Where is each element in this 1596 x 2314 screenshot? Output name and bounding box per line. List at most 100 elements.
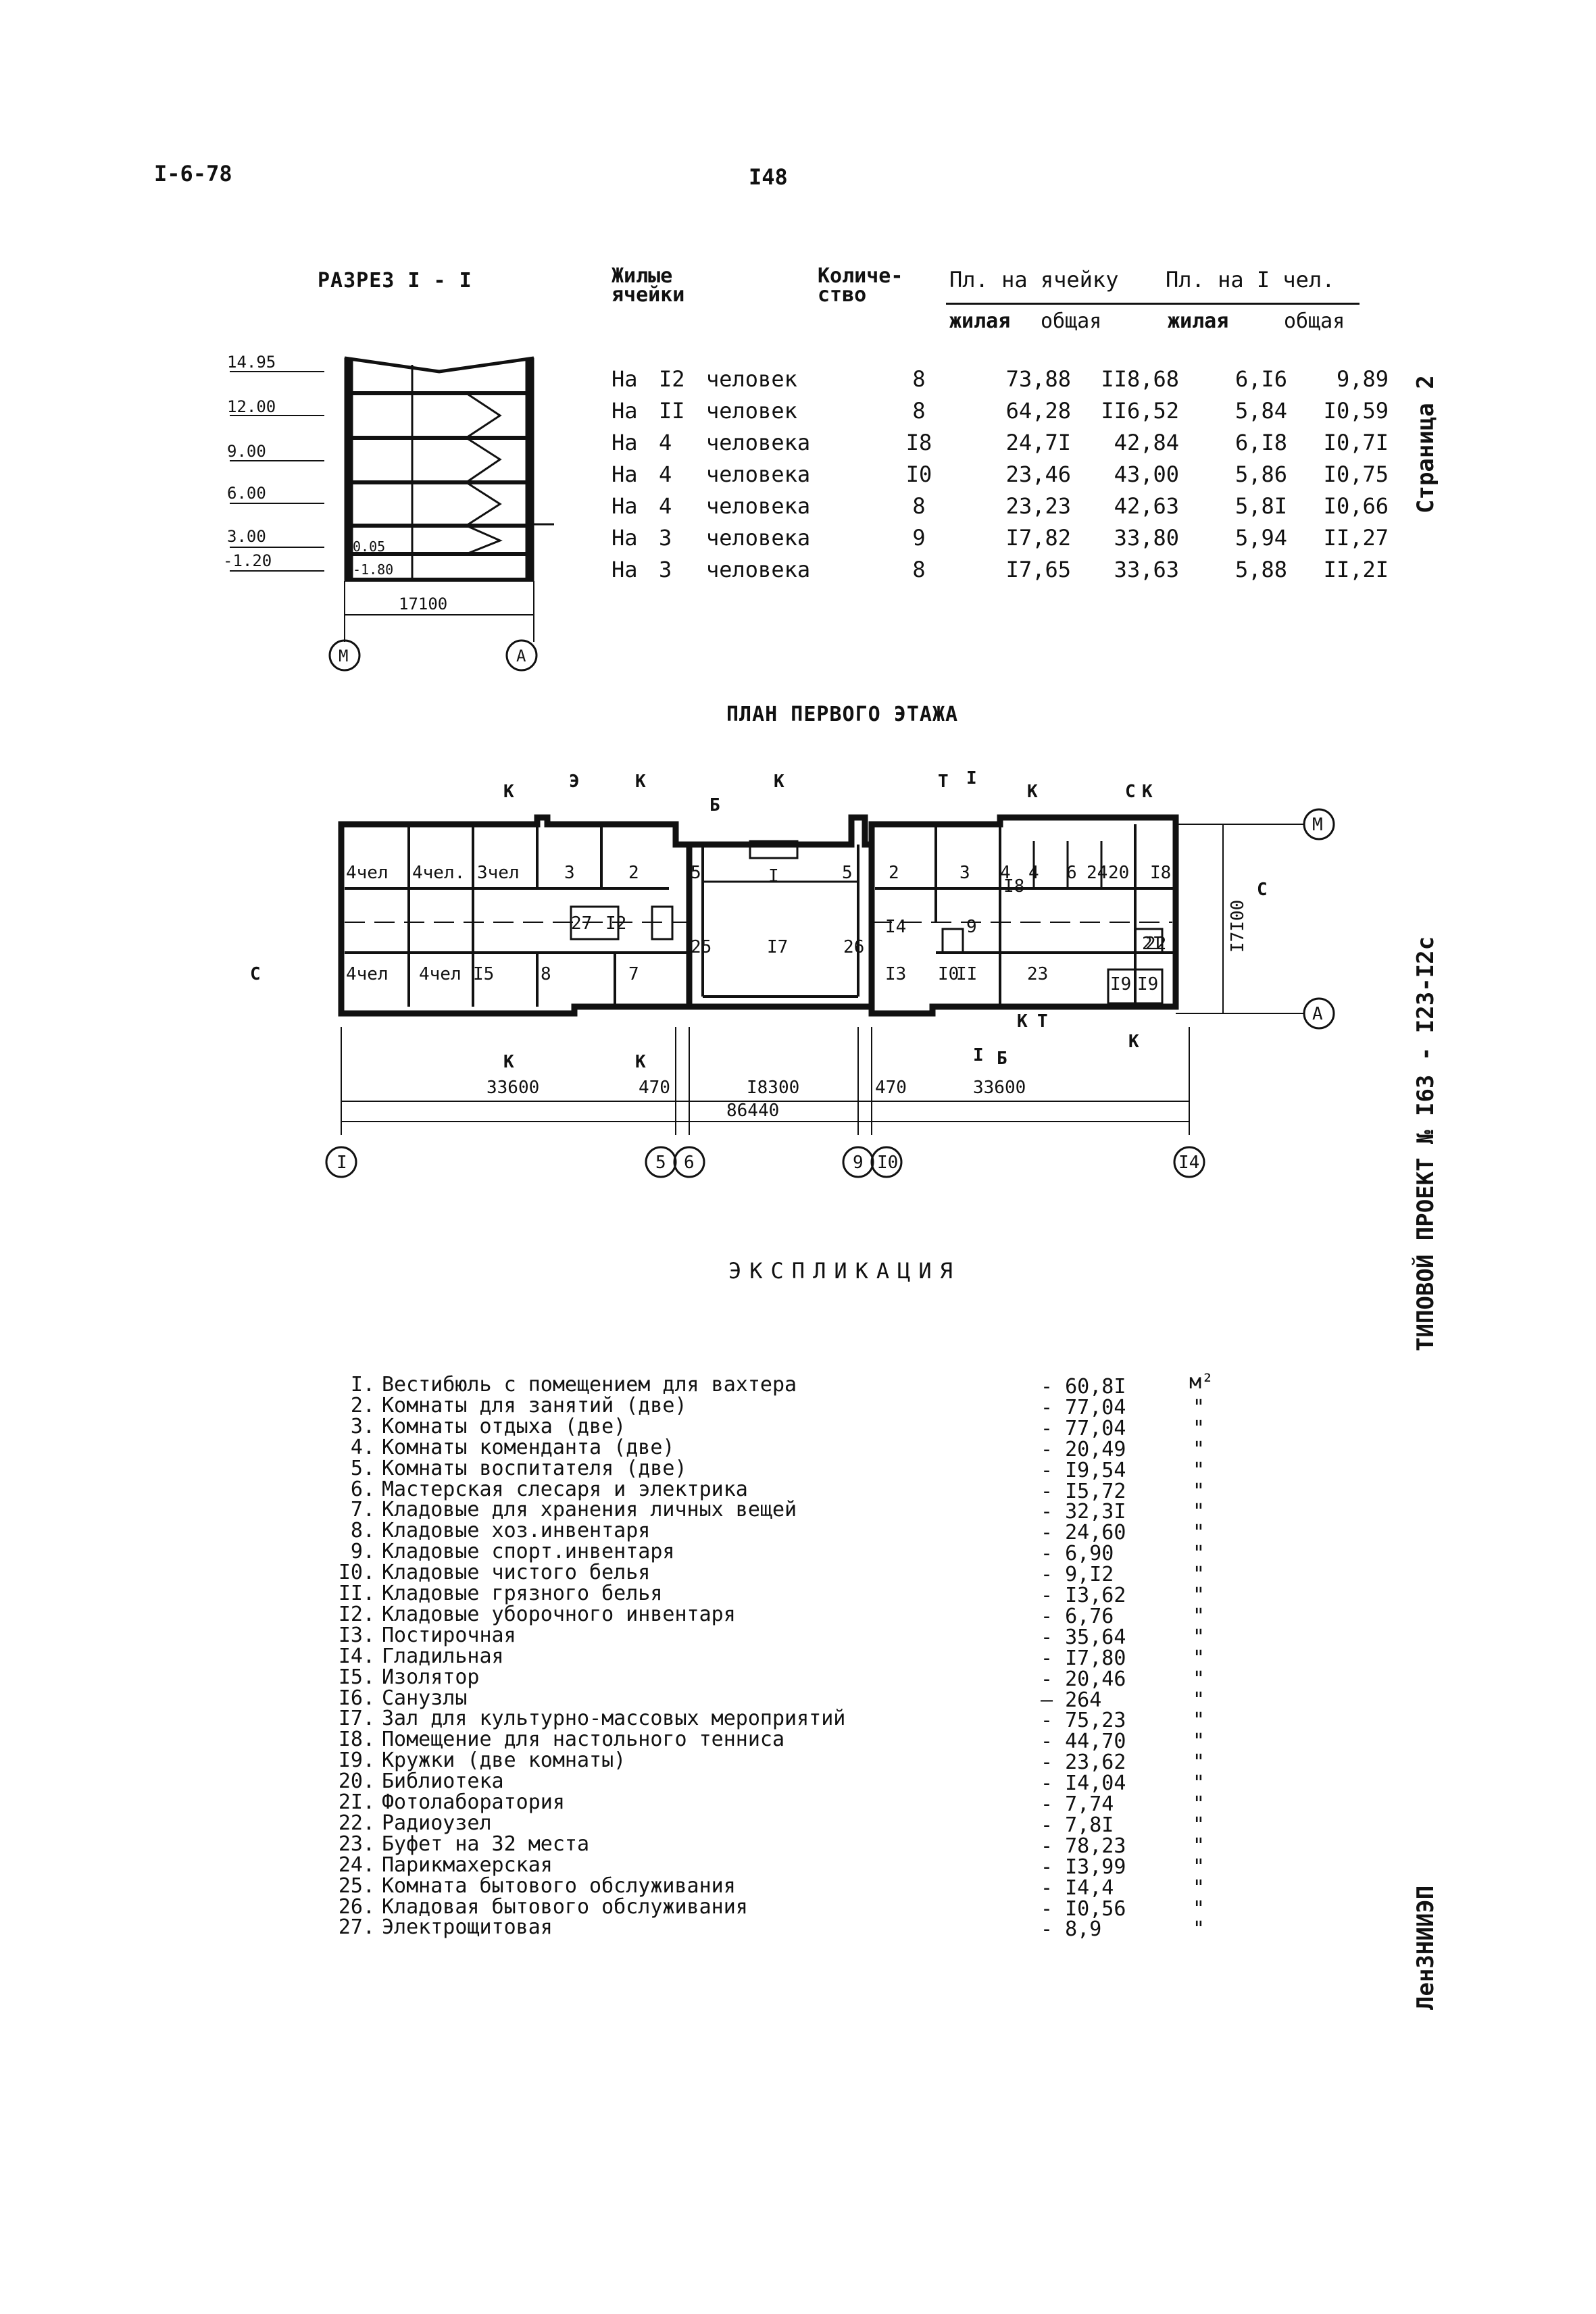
ditto-mark: " [1193, 1458, 1205, 1482]
cell-num: 4 [659, 461, 672, 487]
cell-cell-living: 24,7I [1005, 429, 1071, 455]
cell-cell-total: II8,68 [1101, 366, 1179, 392]
plan-marker: К [1027, 782, 1038, 802]
cell-cell-living: 64,28 [1005, 397, 1071, 424]
plan-dim-depth: I7I00 [1228, 900, 1248, 953]
plan-marker: Т [1037, 1011, 1048, 1032]
cell-num: 3 [659, 556, 672, 582]
ditto-mark: " [1193, 1542, 1205, 1566]
plan-marker: I [966, 768, 977, 788]
plan-axis-a: А [1312, 1004, 1323, 1024]
explication-item: 9.Кладовые спорт.инвентаря [334, 1542, 675, 1562]
axis-m: М [339, 647, 348, 665]
cell-num: I2 [659, 366, 685, 392]
cell-pp-living: 5,94 [1235, 524, 1287, 551]
plan-marker: I [973, 1045, 984, 1065]
explication-number: I2. [338, 1602, 375, 1626]
cell-word: человека [706, 524, 811, 551]
room-label: I9 [1137, 974, 1158, 995]
room-label: 3 [959, 863, 970, 883]
header-rule [946, 303, 1360, 305]
cell-pp-living: 5,84 [1235, 397, 1287, 424]
cell-cell-living: I7,82 [1005, 524, 1071, 551]
explication-item: 26.Кладовая бытового обслуживания [334, 1896, 748, 1917]
ditto-mark: " [1193, 1521, 1205, 1545]
explication-name: Кладовые уборочного инвентаря [382, 1602, 736, 1626]
explication-area: - I4,4 [1041, 1876, 1114, 1900]
room-label: 23 [1027, 964, 1048, 984]
plan-marker: К [635, 772, 646, 792]
section-width-dim: 17100 [399, 595, 447, 613]
explication-name: Кладовые чистого белья [382, 1561, 651, 1585]
cell-pp-total: II,27 [1323, 524, 1389, 551]
explication-area: - I4,04 [1041, 1771, 1126, 1796]
cell-pp-total: I0,59 [1323, 397, 1389, 424]
explication-item: 23.Буфет на 32 места [334, 1834, 589, 1855]
explication-number: 8. [350, 1519, 375, 1543]
room-label: 25 [691, 937, 712, 957]
explication-number: 23. [338, 1832, 375, 1856]
cell-num: 4 [659, 493, 672, 519]
explication-number: I6. [338, 1686, 375, 1710]
cell-pp-total: I0,7I [1323, 429, 1389, 455]
room-label: 3 [564, 863, 575, 883]
room-label: 20 [1108, 863, 1129, 883]
ditto-mark: " [1193, 1792, 1205, 1816]
explication-number: 27. [338, 1915, 375, 1940]
explication-name: Комнаты отдыха (две) [382, 1414, 626, 1438]
cell-count: 8 [912, 366, 926, 392]
explication-item: I5.Изолятор [334, 1667, 480, 1688]
explication-item: 2I.Фотолаборатория [334, 1792, 565, 1813]
cell-pp-total: I0,66 [1323, 493, 1389, 519]
room-label: I8 [1003, 876, 1024, 897]
room-label: 6 [1066, 863, 1077, 883]
cell-prefix: На [612, 493, 638, 519]
cell-cell-total: 33,63 [1114, 556, 1179, 582]
explication-item: 7.Кладовые для хранения личных вещей [334, 1500, 797, 1520]
explication-name: Помещение для настольного тенниса [382, 1728, 785, 1752]
explication-area: - 20,49 [1041, 1437, 1126, 1461]
ditto-mark: " [1193, 1416, 1205, 1440]
plan-dim-gap-right: 470 [875, 1078, 907, 1098]
cell-pp-living: 5,86 [1235, 461, 1287, 487]
explication-area: - 44,70 [1041, 1730, 1126, 1754]
explication-item: I6.Санузлы [334, 1686, 468, 1710]
room-label: 24 [1087, 863, 1107, 883]
cell-num: 3 [659, 524, 672, 551]
explication-number: I7. [338, 1707, 375, 1731]
section-title: РАЗРЕЗ I - I [318, 269, 472, 293]
explication-name: Гладильная [382, 1644, 504, 1668]
plan-axis-9: 9 [853, 1153, 864, 1173]
cell-word: человека [706, 556, 811, 582]
level-6-00: 6.00 [227, 484, 266, 503]
explication-item: I7.Зал для культурно-массовых мероприяти… [334, 1707, 846, 1731]
explication-name: Мастерская слесаря и электрика [382, 1477, 748, 1501]
explication-name: Библиотека [382, 1769, 504, 1794]
ditto-mark: " [1193, 1896, 1205, 1921]
room-label: I [768, 866, 779, 886]
explication-item: I9.Кружки (две комнаты) [334, 1751, 626, 1771]
ditto-mark: " [1193, 1437, 1205, 1461]
explication-item: 25.Комната бытового обслуживания [334, 1876, 736, 1896]
room-label: I5 [473, 964, 494, 984]
explication-item: I0.Кладовые чистого белья [334, 1561, 651, 1585]
plan-marker: Б [997, 1049, 1007, 1069]
explication-area: - 7,8I [1041, 1813, 1114, 1837]
room-label: 22 [1145, 934, 1166, 954]
explication-title: ЭКСПЛИКАЦИЯ [728, 1258, 961, 1284]
explication-area: - 78,23 [1041, 1834, 1126, 1858]
explication-area: - 20,46 [1041, 1667, 1126, 1691]
cell-cell-total: 42,84 [1114, 429, 1179, 455]
explication-name: Фотолаборатория [382, 1790, 565, 1814]
explication-area: - 8,9 [1041, 1917, 1102, 1942]
plan-marker: С [1125, 782, 1136, 802]
explication-item: 2.Комнаты для занятий (две) [334, 1395, 687, 1416]
plan-marker: К [1017, 1011, 1028, 1032]
room-label: II [956, 964, 977, 984]
ditto-mark: " [1193, 1813, 1205, 1837]
explication-name: Комнаты коменданта (две) [382, 1435, 675, 1459]
explication-item: 5.Комнаты воспитателя (две) [334, 1458, 687, 1479]
plan-marker: Э [569, 772, 580, 792]
